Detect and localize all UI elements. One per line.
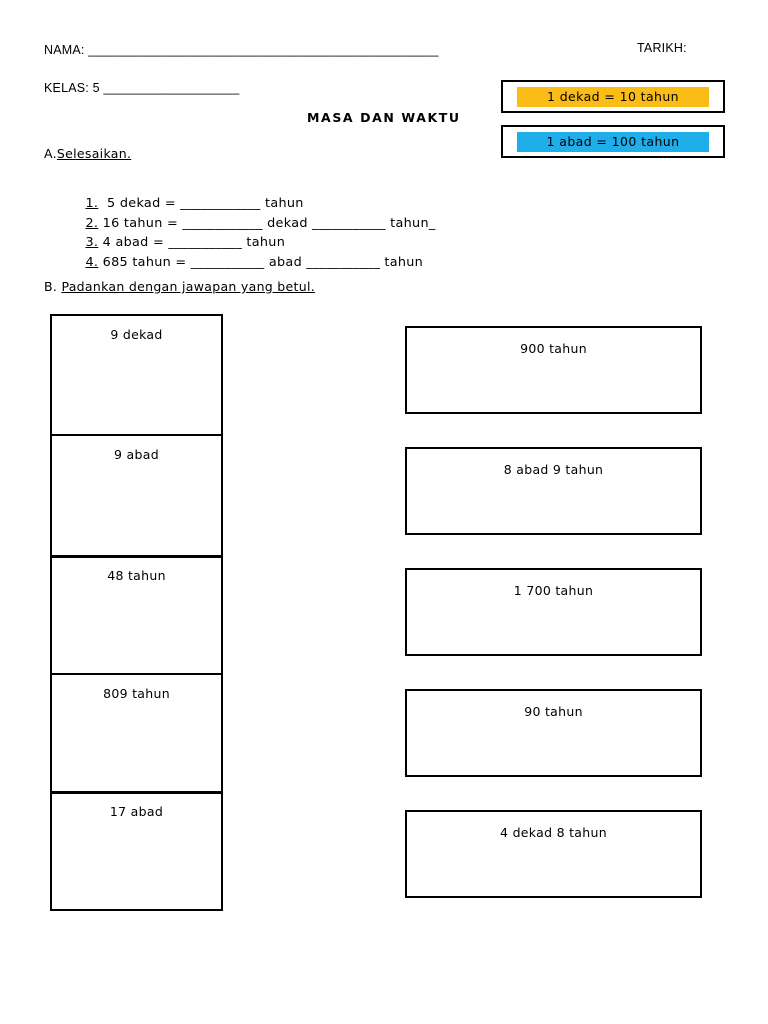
- section-a-heading: A.Selesaikan.: [44, 146, 131, 161]
- match-right-item[interactable]: 900 tahun: [405, 326, 702, 414]
- section-a-question-list: 1. 5 dekad = ____________ tahun 2. 16 ta…: [68, 181, 538, 270]
- match-right-column: 900 tahun 8 abad 9 tahun 1 700 tahun 90 …: [405, 326, 702, 931]
- match-right-item[interactable]: 1 700 tahun: [405, 568, 702, 656]
- match-left-column: 9 dekad 9 abad 48 tahun 809 tahun 17 aba…: [50, 314, 223, 911]
- question-text: 4 abad = ___________ tahun: [98, 235, 286, 250]
- match-right-item[interactable]: 90 tahun: [405, 689, 702, 777]
- match-left-item[interactable]: 9 abad: [50, 433, 223, 558]
- formula-abad-text: 1 abad = 100 tahun: [517, 131, 709, 152]
- match-right-item[interactable]: 4 dekad 8 tahun: [405, 810, 702, 898]
- formula-box-dekad: 1 dekad = 10 tahun: [501, 80, 725, 113]
- question-item: 1. 5 dekad = ____________ tahun: [68, 181, 538, 211]
- question-text: 16 tahun = ____________ dekad __________…: [98, 215, 436, 231]
- question-text: 5 dekad = ____________ tahun: [98, 196, 304, 211]
- question-number: 1.: [85, 196, 99, 211]
- section-b-instruction: Padankan dengan jawapan yang betul.: [61, 279, 315, 294]
- tarikh-field-label: TARIKH:: [637, 41, 687, 55]
- nama-field-label: NAMA: __________________________________…: [44, 43, 439, 57]
- question-number: 4.: [85, 254, 99, 270]
- match-left-item[interactable]: 48 tahun: [50, 555, 223, 675]
- match-left-item[interactable]: 809 tahun: [50, 672, 223, 794]
- section-a-letter: A.: [44, 146, 57, 161]
- question-item: 2. 16 tahun = ____________ dekad _______…: [68, 201, 538, 231]
- section-b-heading: B. Padankan dengan jawapan yang betul.: [44, 279, 315, 294]
- section-b-letter: B.: [44, 279, 58, 294]
- kelas-field-label: KELAS: 5 ___________________: [44, 81, 240, 95]
- question-number: 2.: [85, 215, 99, 231]
- question-number: 3.: [85, 235, 99, 250]
- formula-box-abad: 1 abad = 100 tahun: [501, 125, 725, 158]
- question-text: 685 tahun = ___________ abad ___________…: [98, 254, 424, 270]
- formula-dekad-text: 1 dekad = 10 tahun: [517, 86, 709, 107]
- match-right-item[interactable]: 8 abad 9 tahun: [405, 447, 702, 535]
- page-title: MASA DAN WAKTU: [307, 110, 461, 125]
- section-a-instruction: Selesaikan.: [56, 146, 132, 161]
- question-item: 4. 685 tahun = ___________ abad ________…: [68, 240, 538, 270]
- match-left-item[interactable]: 9 dekad: [50, 314, 223, 436]
- question-item: 3. 4 abad = ___________ tahun: [68, 220, 538, 250]
- match-left-item[interactable]: 17 abad: [50, 791, 223, 911]
